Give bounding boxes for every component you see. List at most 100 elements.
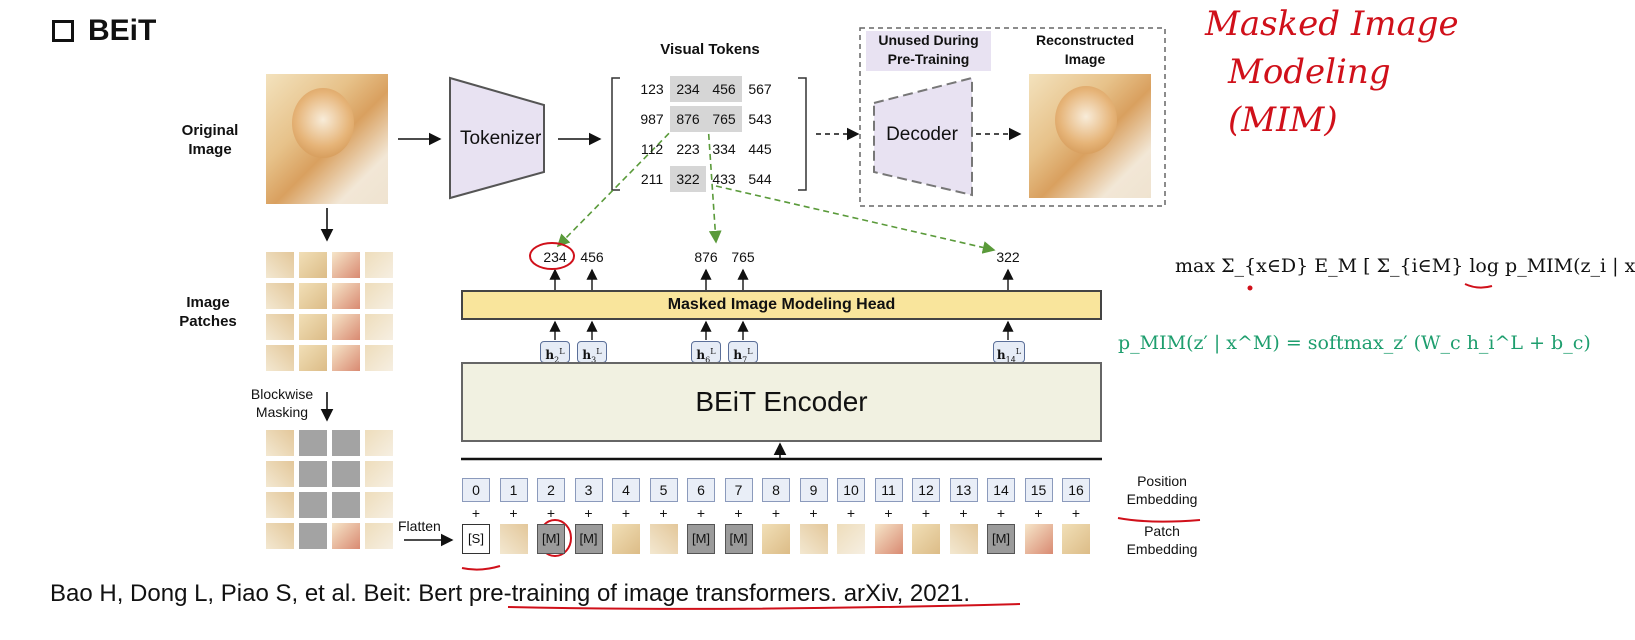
plus-sign: +	[621, 505, 631, 521]
beit-encoder: BEiT Encoder	[461, 362, 1102, 442]
plus-sign: +	[546, 505, 556, 521]
red-circle-234	[529, 242, 575, 270]
position-embedding: 4	[612, 478, 640, 502]
pmim-equation: p_MIM(z′ | x^M) = softmax_z′ (W_c h_i^L …	[1118, 332, 1591, 354]
mask-token: [M]	[537, 524, 565, 554]
hidden-state-box: h3L	[577, 341, 607, 364]
patch-thumbnail	[762, 524, 790, 554]
position-embedding: 11	[874, 478, 903, 502]
position-embedding: 14	[987, 478, 1015, 502]
plus-sign: +	[1034, 505, 1043, 521]
image-patch	[299, 314, 327, 340]
masked-patches-grid	[266, 430, 393, 549]
red-underline-s	[461, 565, 501, 571]
mim-head: Masked Image Modeling Head	[461, 290, 1102, 320]
image-patch	[266, 430, 294, 456]
visual-token: 112	[640, 141, 664, 157]
patch-thumbnail	[1024, 524, 1053, 554]
patch-thumbnail	[799, 524, 828, 554]
visual-token: 567	[748, 81, 772, 97]
plus-sign: +	[509, 505, 518, 521]
visual-token: 433	[712, 171, 736, 187]
visual-token: 456	[706, 76, 742, 102]
visual-token: 987	[640, 111, 664, 127]
position-embedding: 9	[799, 478, 828, 502]
position-embedding: 5	[649, 478, 678, 502]
patch-embedding-row: [S][M][M][M][M][M]	[462, 524, 1090, 554]
patch-thumbnail	[837, 524, 865, 554]
image-patch	[266, 314, 294, 340]
hidden-state-box: h7L	[728, 341, 758, 364]
predicted-token: 234	[543, 249, 567, 265]
original-image-label: Original Image	[181, 122, 239, 158]
masked-patch	[299, 461, 327, 487]
plus-sign: +	[959, 505, 968, 521]
image-patch	[365, 252, 393, 278]
red-underline-eq	[1464, 283, 1493, 289]
flatten-label: Flatten	[398, 518, 441, 534]
handwritten-line: (MIM)	[1228, 100, 1338, 140]
masked-patch	[299, 430, 327, 456]
predicted-token: 322	[996, 249, 1020, 265]
masked-patch	[332, 461, 360, 487]
image-patch	[365, 461, 393, 487]
image-patch	[299, 283, 327, 309]
visual-token: 211	[640, 171, 664, 187]
visual-tokens-label: Visual Tokens	[660, 41, 760, 58]
mask-token: [M]	[987, 524, 1015, 554]
image-patches-grid	[266, 252, 393, 371]
image-patch	[365, 523, 393, 549]
position-embedding: 15	[1024, 478, 1053, 502]
masked-patch	[332, 430, 360, 456]
patch-embedding-label: Patch Embedding	[1126, 523, 1198, 557]
checkbox-square-icon	[52, 20, 74, 42]
image-patch	[332, 252, 360, 278]
position-embedding: 7	[724, 478, 753, 502]
plus-sign: +	[846, 505, 856, 521]
red-underline-embedding	[1117, 517, 1201, 523]
plus-sign: +	[696, 505, 706, 521]
image-patch	[266, 283, 294, 309]
predicted-token: 876	[694, 249, 718, 265]
reconstructed-image	[1029, 74, 1151, 198]
start-token: [S]	[462, 524, 490, 554]
visual-token: 322	[670, 166, 706, 192]
position-embedding: 1	[499, 478, 528, 502]
mask-token: [M]	[687, 524, 715, 554]
visual-token: 445	[748, 141, 772, 157]
predicted-token: 456	[580, 249, 604, 265]
hidden-state-box: h2L	[540, 341, 570, 364]
plus-sign: +	[734, 505, 743, 521]
handwritten-line: Masked Image	[1205, 4, 1459, 44]
plus-row: +++++++++++++++++	[462, 505, 1090, 521]
objective-equation: max Σ_{x∈D} E_M [ Σ_{i∈M} log p_MIM(z_i …	[1175, 255, 1635, 277]
original-image	[266, 74, 388, 204]
masked-patch	[299, 523, 327, 549]
visual-token: 543	[748, 111, 772, 127]
position-embedding: 16	[1062, 478, 1090, 502]
mask-token: [M]	[574, 524, 603, 554]
position-embedding: 13	[949, 478, 978, 502]
image-patch	[365, 492, 393, 518]
plus-sign: +	[1071, 505, 1081, 521]
bracket-right	[798, 77, 807, 191]
masked-patch	[332, 492, 360, 518]
image-patch	[266, 461, 294, 487]
image-patch	[365, 283, 393, 309]
image-patch	[332, 345, 360, 371]
green-arrow-322	[715, 185, 996, 254]
plus-sign: +	[771, 505, 781, 521]
citation: Bao H, Dong L, Piao S, et al. Beit: Bert…	[50, 580, 970, 607]
tokenizer-shape	[449, 76, 545, 200]
unused-label: Unused During Pre-Training	[866, 31, 991, 71]
image-patch	[332, 314, 360, 340]
position-embedding: 3	[574, 478, 603, 502]
image-patches-label: Image Patches	[179, 294, 237, 330]
image-patch	[266, 492, 294, 518]
